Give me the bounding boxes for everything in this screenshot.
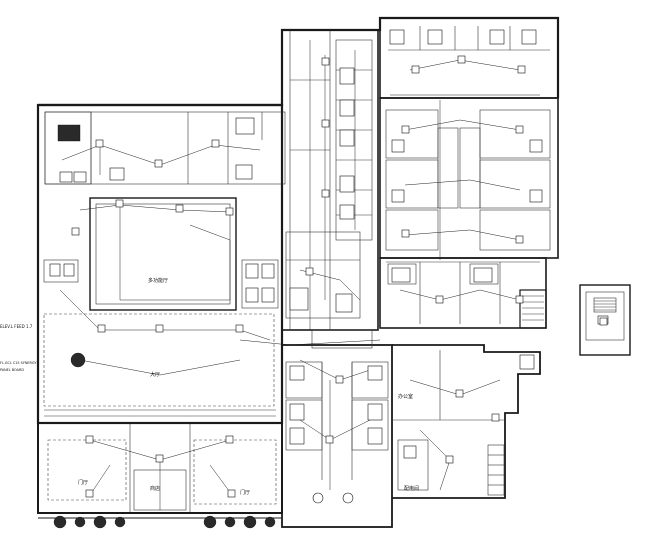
- room-label-right-low: 配电间: [404, 485, 419, 492]
- note-fl-gcl: FL.GCL C15 SYNERGY: [0, 361, 37, 365]
- room-label-bottom-right: 门厅: [240, 489, 250, 496]
- interior-walls-lower: [285, 350, 505, 496]
- interior-walls-right: [385, 26, 551, 324]
- stair-right: [522, 295, 544, 321]
- room-label-bottom-left: 门厅: [78, 479, 88, 486]
- note-elev-feed: ELEV.L FEED 1.7: [0, 324, 33, 329]
- fixtures: [49, 29, 543, 529]
- interior-walls-left: [43, 111, 286, 513]
- device-symbols: [71, 55, 608, 498]
- note-panel-board: PANEL BOARD: [0, 368, 24, 372]
- room-label-right-mid: 办公室: [398, 393, 413, 400]
- room-label-bottom-mid: 商店: [150, 485, 160, 492]
- room-label-center: 大厅: [150, 371, 160, 378]
- room-label-large-left: 多功能厅: [148, 277, 168, 284]
- annotation-labels: ELEV.L FEED 1.7 FL.GCL C15 SYNERGY PANEL…: [0, 277, 419, 496]
